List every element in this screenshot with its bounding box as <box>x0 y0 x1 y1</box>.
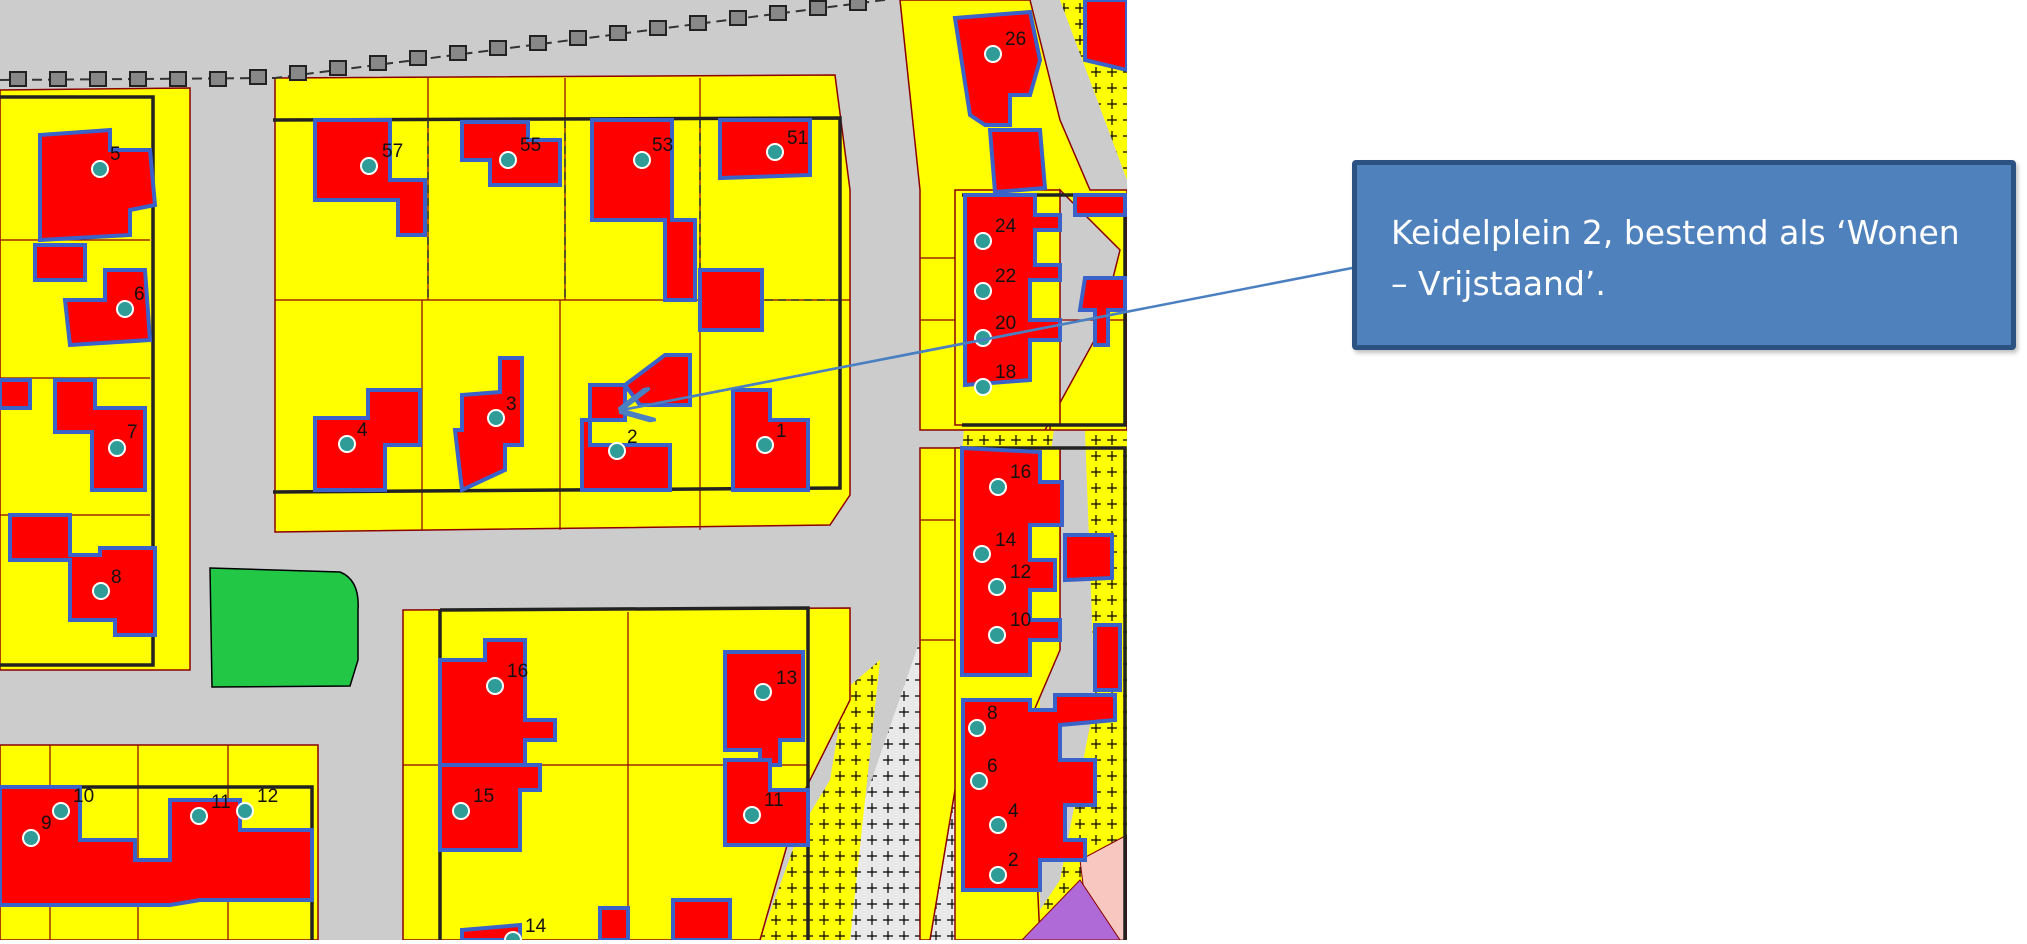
house-number-label: 9 <box>41 813 52 834</box>
house-number-label: 26 <box>1005 29 1026 50</box>
house-number-label: 20 <box>995 313 1016 334</box>
house-number-label: 14 <box>525 916 547 937</box>
house-number-label: 53 <box>652 135 673 156</box>
annotation-callout: Keidelplein 2, bestemd als ‘Wonen – Vrij… <box>1352 160 2016 350</box>
house-number-label: 16 <box>507 661 528 682</box>
house-number-label: 7 <box>127 422 138 443</box>
house-number-label: 6 <box>987 756 998 777</box>
house-number-label: 10 <box>1010 610 1031 631</box>
zoning-map[interactable]: 26 5 57 55 53 51 24 22 20 18 6 7 4 3 2 1… <box>0 0 1127 940</box>
house-number-label: 8 <box>111 567 122 588</box>
house-number-label: 18 <box>995 362 1016 383</box>
house-number-label: 16 <box>1010 462 1031 483</box>
house-number-label: 3 <box>506 394 517 415</box>
house-number-label: 12 <box>1010 562 1031 583</box>
house-number-label: 22 <box>995 266 1016 287</box>
railway <box>0 0 893 87</box>
house-number-label: 51 <box>787 128 808 149</box>
house-number-label: 6 <box>134 284 145 305</box>
house-number-label: 57 <box>382 141 403 162</box>
house-number-label: 10 <box>73 786 94 807</box>
callout-text: Keidelplein 2, bestemd als ‘Wonen – Vrij… <box>1391 213 1960 303</box>
house-number-label: 5 <box>110 144 121 165</box>
house-number-label: 8 <box>987 703 998 724</box>
house-number-label: 1 <box>776 421 787 442</box>
house-number-label: 12 <box>257 786 278 807</box>
house-number-label: 24 <box>995 216 1017 237</box>
house-number-label: 13 <box>776 668 797 689</box>
green-space <box>209 567 359 688</box>
house-number-label: 14 <box>995 530 1017 551</box>
house-number-label: 11 <box>764 790 784 811</box>
house-number-label: 15 <box>473 786 494 807</box>
house-number-label: 55 <box>520 135 541 156</box>
house-number-label: 4 <box>357 420 368 441</box>
buildings <box>0 0 1127 940</box>
house-number-label: 4 <box>1008 801 1019 822</box>
house-number-label: 11 <box>211 792 231 813</box>
mixed-use-zone <box>1021 879 1121 940</box>
house-number-label: 2 <box>627 427 638 448</box>
house-number-label: 2 <box>1008 850 1019 871</box>
